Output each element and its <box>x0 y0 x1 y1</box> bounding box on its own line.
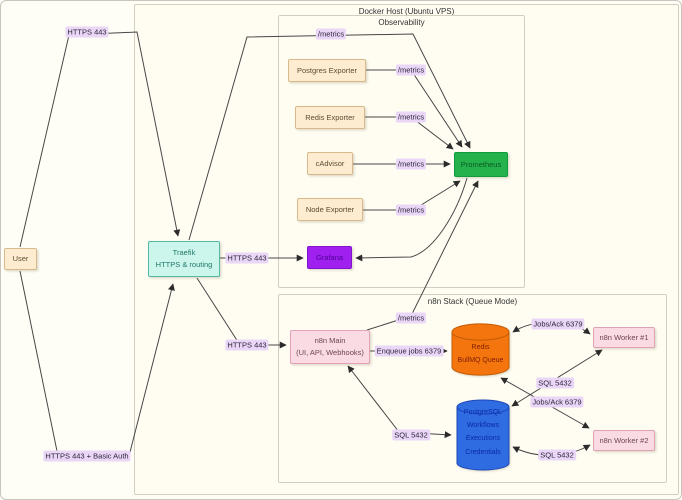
edge-prometheus-grafana <box>355 177 468 262</box>
n8n-main-subtitle: (UI, API, Webhooks) <box>296 348 364 357</box>
traefik-title: Traefik <box>172 248 196 257</box>
node-n8n-worker-1: n8n Worker #1 <box>593 327 655 348</box>
node-postgres-exporter: Postgres Exporter <box>288 59 366 82</box>
postgres-db-line4: Credentials <box>465 448 501 456</box>
node-traefik: Traefik HTTPS & routing <box>148 241 220 277</box>
docker-host-label: Docker Host (Ubuntu VPS) <box>358 7 455 16</box>
edge-label-main-sql: SQL 5432 <box>392 429 430 441</box>
edge-user-traefik <box>19 31 181 248</box>
node-cadvisor: cAdvisor <box>307 152 353 175</box>
edge-label-n8n-metrics: /metrics <box>395 312 427 324</box>
node-prometheus: Prometheus <box>454 152 508 177</box>
edge-user-basicauth-traefik <box>19 270 175 457</box>
edge-label-user-https: HTTPS 443 <box>65 26 109 38</box>
edge-label-enqueue-jobs: Enqueue jobs 6379 <box>374 345 444 357</box>
user-label: User <box>12 254 29 263</box>
edge-label-cadvisor-metrics: /metrics <box>395 158 427 170</box>
grafana-label: Grafana <box>315 252 344 262</box>
edge-label-postgres-exporter-metrics: /metrics <box>395 64 427 76</box>
node-user: User <box>4 248 37 270</box>
edge-label-node-exporter-metrics: /metrics <box>395 204 427 216</box>
edge-traefik-n8nmain <box>196 277 287 349</box>
node-postgres-db: PostgreSQL Workflows Executions Credenti… <box>456 399 510 471</box>
traefik-subtitle: HTTPS & routing <box>155 260 213 269</box>
redis-queue-subtitle: BullMQ Queue <box>457 357 504 364</box>
n8n-stack-label: n8n Stack (Queue Mode) <box>427 297 518 306</box>
redis-queue-title: Redis <box>471 344 490 351</box>
edge-label-n8n-https: HTTPS 443 <box>225 339 269 351</box>
postgres-cylinder-icon <box>456 399 510 471</box>
edge-label-redis-exporter-metrics: /metrics <box>395 111 427 123</box>
edge-n8nmain-postgres <box>347 365 452 439</box>
n8n-worker-2-label: n8n Worker #2 <box>599 435 649 445</box>
postgres-exporter-label: Postgres Exporter <box>296 65 358 75</box>
postgres-db-line1: PostgreSQL <box>463 409 503 416</box>
observability-label: Observability <box>378 18 425 27</box>
edge-label-worker2-sql: SQL 5432 <box>538 449 576 461</box>
edge-label-worker1-jobs-ack: Jobs/Ack 6379 <box>531 318 585 330</box>
node-redis-queue: Redis BullMQ Queue <box>451 323 510 376</box>
node-n8n-worker-2: n8n Worker #2 <box>593 430 655 451</box>
postgres-db-line3: Executions <box>465 435 501 443</box>
n8n-main-title: n8n Main <box>314 336 346 345</box>
edge-label-worker2-jobs-ack: Jobs/Ack 6379 <box>530 396 584 408</box>
prometheus-label: Prometheus <box>460 159 502 169</box>
redis-exporter-label: Redis Exporter <box>305 112 355 122</box>
node-node-exporter: Node Exporter <box>297 198 363 221</box>
edge-label-traefik-metrics: /metrics <box>315 28 347 40</box>
edge-postgres-exporter-prometheus <box>366 69 463 148</box>
n8n-worker-1-label: n8n Worker #1 <box>599 332 649 342</box>
edge-label-grafana-https: HTTPS 443 <box>225 252 269 264</box>
edge-label-user-https-basic: HTTPS 443 + Basic Auth <box>43 450 131 462</box>
node-grafana: Grafana <box>307 246 352 269</box>
redis-cylinder-icon <box>451 323 510 376</box>
edge-label-worker1-sql: SQL 5432 <box>536 377 574 389</box>
node-redis-exporter: Redis Exporter <box>295 106 365 129</box>
edge-n8nmain-metrics-prometheus <box>366 180 479 331</box>
node-n8n-main: n8n Main (UI, API, Webhooks) <box>290 330 370 364</box>
postgres-db-line2: Workflows <box>466 422 500 430</box>
node-exporter-label: Node Exporter <box>305 204 355 214</box>
cadvisor-label: cAdvisor <box>315 158 345 168</box>
